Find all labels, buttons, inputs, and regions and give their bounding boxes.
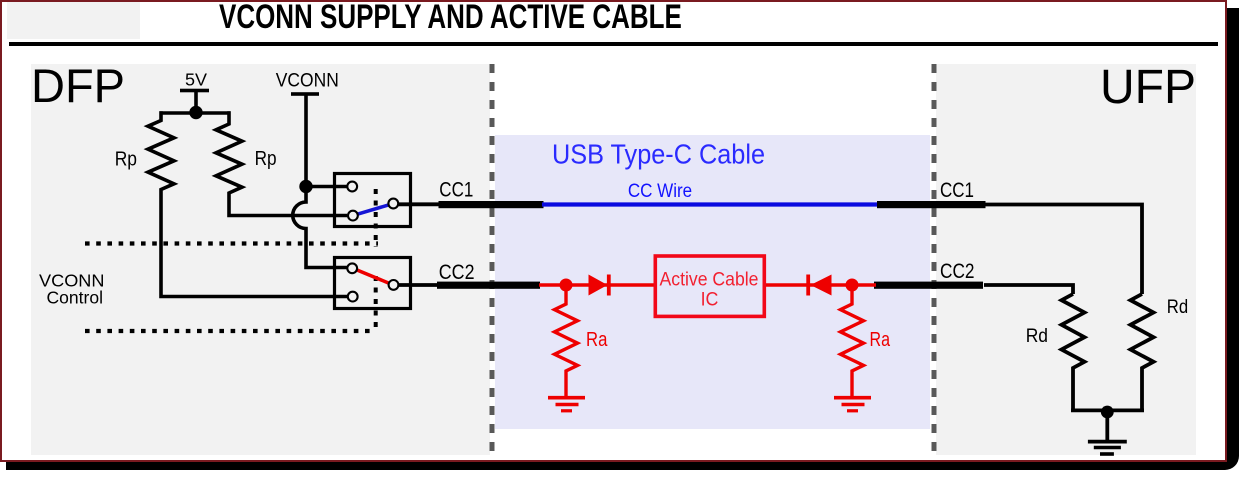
svg-text:USB Type-C Cable: USB Type-C Cable: [552, 138, 765, 169]
svg-text:DFP: DFP: [31, 59, 125, 112]
svg-text:VCONN: VCONN: [276, 71, 339, 92]
svg-text:CC1: CC1: [439, 178, 473, 201]
svg-text:CC1: CC1: [940, 179, 974, 202]
svg-text:VCONN: VCONN: [39, 270, 105, 290]
svg-text:5V: 5V: [185, 70, 207, 90]
svg-text:Rp: Rp: [115, 149, 137, 171]
svg-text:IC: IC: [701, 289, 719, 310]
svg-text:CC2: CC2: [439, 261, 475, 284]
svg-text:Ra: Ra: [586, 329, 608, 351]
svg-text:Rp: Rp: [255, 148, 277, 170]
svg-text:Active Cable: Active Cable: [660, 269, 759, 290]
svg-text:UFP: UFP: [1100, 61, 1196, 114]
svg-text:Control: Control: [47, 287, 104, 307]
svg-text:CC Wire: CC Wire: [628, 181, 692, 202]
svg-text:Rd: Rd: [1026, 325, 1048, 347]
svg-text:CC2: CC2: [940, 260, 975, 283]
svg-text:Ra: Ra: [870, 329, 891, 351]
svg-text:Rd: Rd: [1167, 296, 1188, 318]
